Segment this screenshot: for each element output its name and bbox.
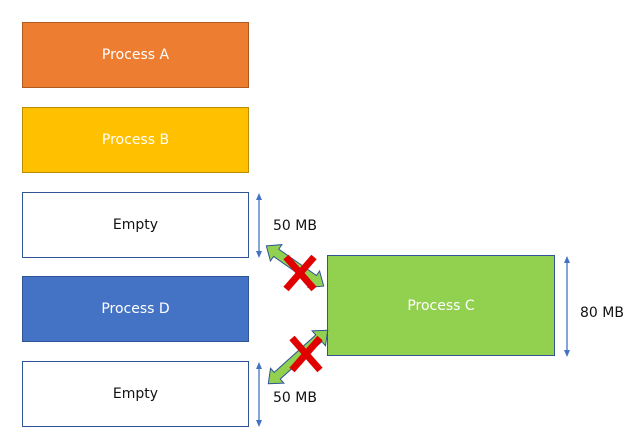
block-label: Process B [101, 132, 170, 148]
hole-size-label-2: 50 MB [273, 390, 317, 406]
block-label: Process A [101, 47, 170, 63]
incoming-process-c: Process C [327, 255, 555, 356]
block-label: Process C [407, 297, 475, 314]
memory-block-process-b: Process B [22, 107, 249, 173]
block-label: Process D [101, 301, 170, 317]
memory-block-process-d: Process D [22, 276, 249, 342]
memory-block-process-a: Process A [22, 22, 249, 88]
hole-size-label-1: 50 MB [273, 218, 317, 234]
process-c-size-label: 80 MB [580, 305, 624, 321]
memory-block-empty-1: Empty [22, 192, 249, 258]
block-label: Empty [112, 217, 159, 233]
reject-x-icon [289, 335, 323, 373]
block-label: Empty [112, 386, 159, 402]
double-arrow-icon [267, 329, 329, 385]
memory-block-empty-2: Empty [22, 361, 249, 427]
reject-x-icon [283, 254, 317, 292]
